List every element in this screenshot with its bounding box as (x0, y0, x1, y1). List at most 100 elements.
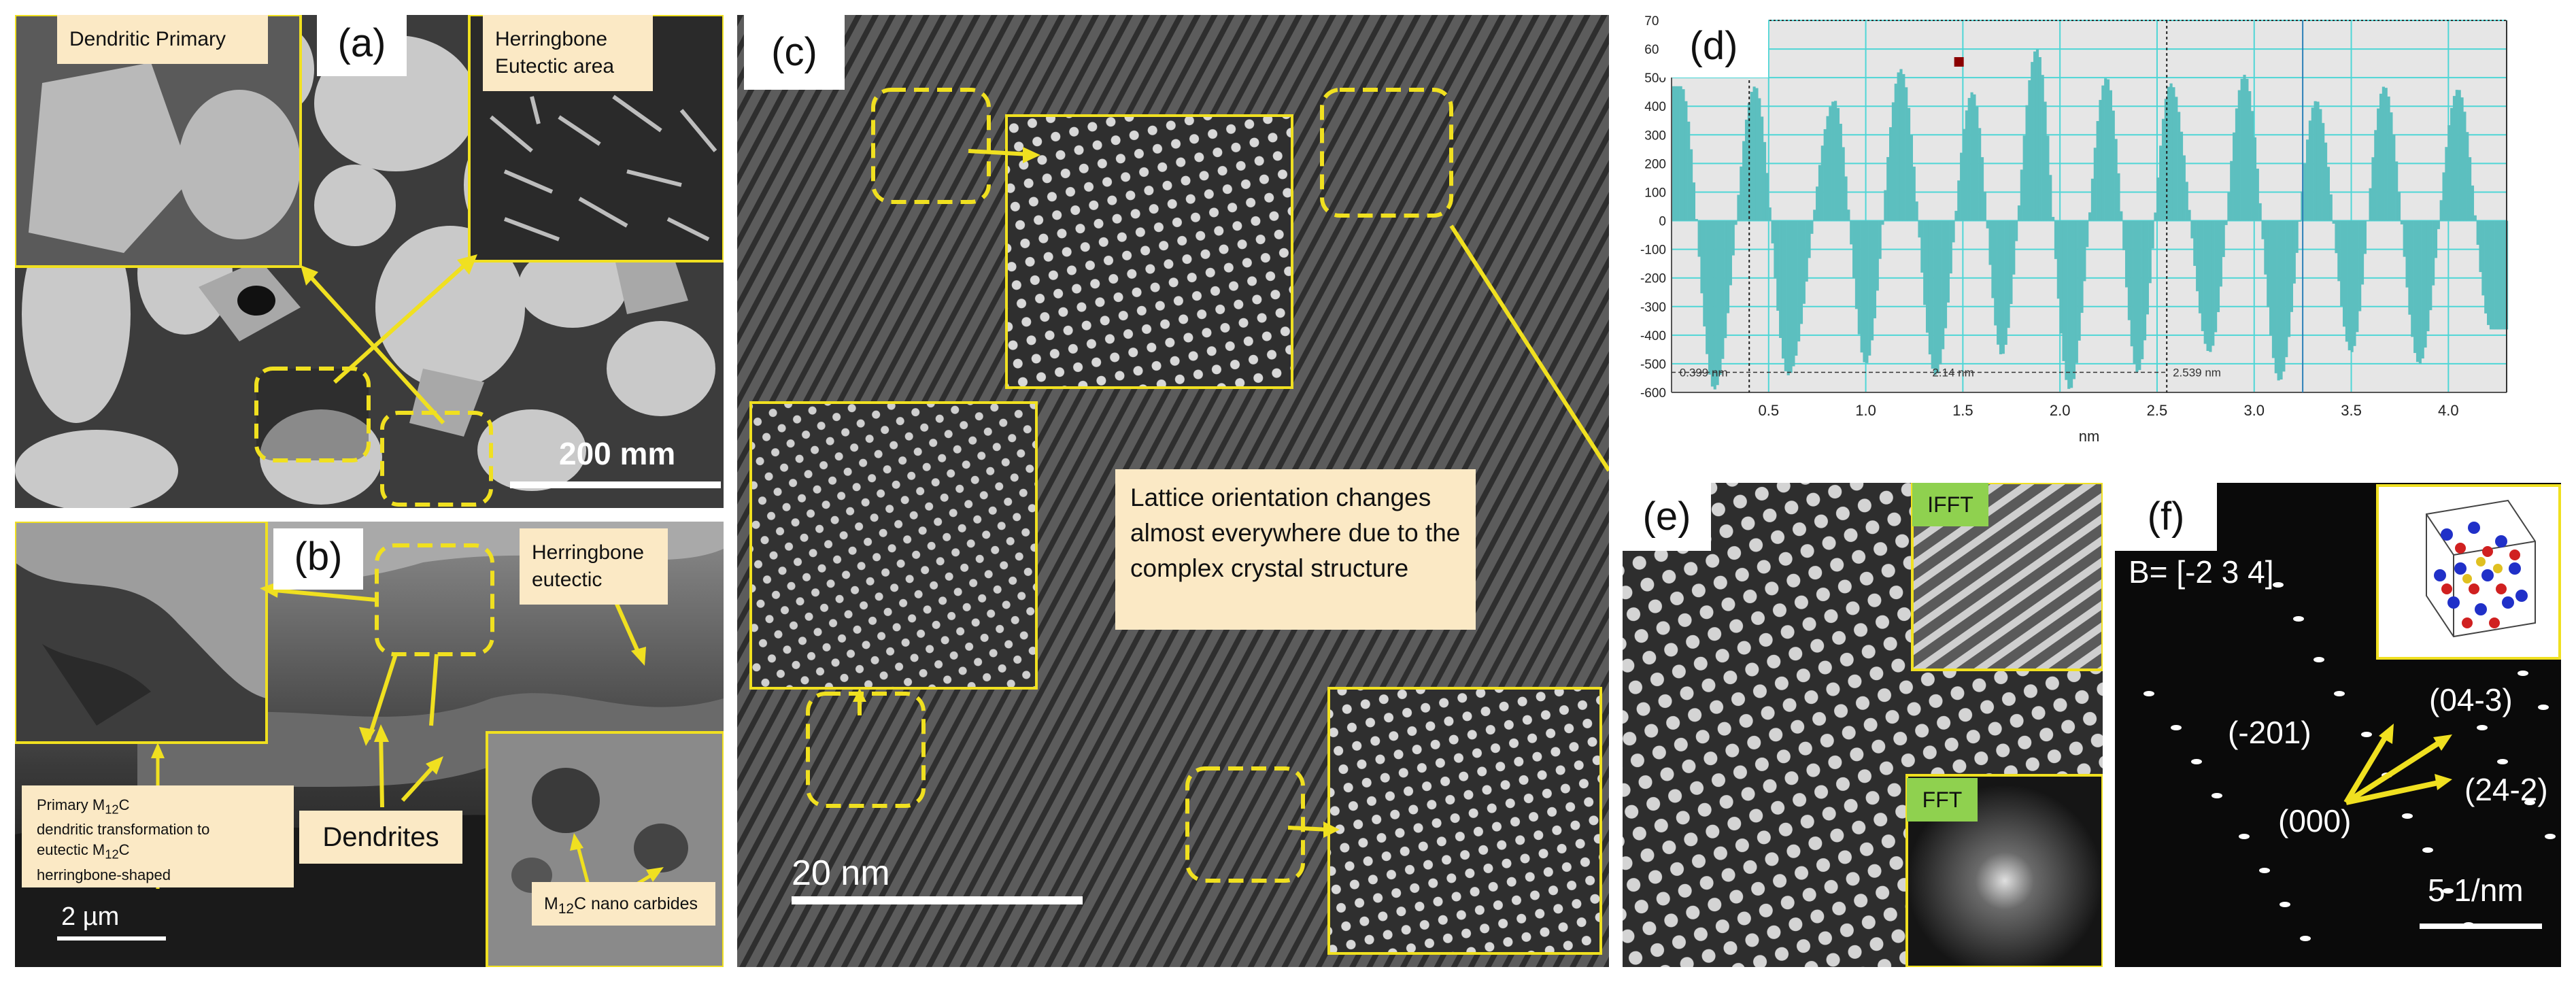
profile-bar (2500, 220, 2503, 330)
profile-bar (2010, 220, 2013, 305)
profile-bar (1891, 102, 1895, 221)
profile-bar (2455, 90, 2458, 221)
profile-bar (1923, 220, 1927, 305)
profile-bar (2447, 125, 2451, 221)
profile-bar (2340, 220, 2343, 307)
scale-label-f: 5 1/nm (2428, 873, 2524, 908)
profile-bar (1692, 182, 1695, 221)
panel-label-c: (c) (744, 15, 845, 90)
profile-bar (2471, 185, 2475, 221)
profile-bar (1873, 220, 1877, 319)
profile-bar (1676, 86, 1680, 221)
profile-bar (2104, 78, 2107, 221)
profile-bar (1983, 191, 1986, 221)
profile-bar (1852, 220, 1856, 279)
profile-bar (1763, 141, 1767, 221)
profile-bar (1936, 220, 1939, 373)
profile-bar (2353, 220, 2356, 346)
profile-bar (1721, 220, 1725, 359)
profile-bar (2135, 220, 2139, 372)
profile-bar (1931, 220, 1934, 369)
profile-bar (2049, 175, 2052, 221)
callout-lattice-orientation: Lattice orientation changes almost every… (1115, 469, 1476, 630)
profile-bar (2397, 192, 2401, 221)
profile-bar (2466, 132, 2469, 221)
profile-bar (2421, 220, 2424, 359)
profile-bar (2230, 160, 2233, 221)
profile-bar (1740, 166, 1743, 221)
profile-bar (1957, 180, 1961, 221)
profile-bar (1826, 116, 1829, 221)
profile-bar (1776, 220, 1780, 311)
profile-bar (2405, 220, 2409, 288)
profile-bar (2400, 220, 2403, 224)
profile-bar (2342, 220, 2346, 327)
profile-bar (1687, 121, 1691, 221)
profile-bar (2190, 220, 2194, 239)
profile-bar (2290, 220, 2294, 312)
y-tick-label: 400 (1644, 100, 1666, 114)
profile-bar (2395, 161, 2399, 221)
y-tick-label: 100 (1644, 186, 1666, 200)
profile-bar (1805, 220, 1808, 282)
profile-bar (1684, 101, 1688, 221)
profile-bar (2216, 220, 2220, 312)
profile-bar (2295, 220, 2299, 253)
profile-bar (2067, 220, 2071, 389)
profile-bar (1952, 220, 1955, 243)
profile-bar (1795, 220, 1798, 356)
profile-bar (1912, 167, 1916, 221)
profile-bar (2292, 220, 2296, 284)
profile-bar (2316, 101, 2320, 221)
y-tick-label: -400 (1640, 329, 1666, 343)
profile-bar (2463, 112, 2467, 221)
profile-bar (2122, 220, 2126, 250)
profile-bar (1942, 220, 1945, 350)
profile-bar (2017, 205, 2021, 221)
profile-bar (2222, 220, 2225, 257)
profile-bar (1792, 220, 1795, 367)
profile-bar (1784, 220, 1787, 371)
profile-bar (2308, 120, 2312, 221)
profile-bar (2408, 220, 2411, 315)
profile-bar (1729, 220, 1732, 286)
profile-bar (2004, 220, 2007, 345)
x-tick-label: 1.0 (1855, 402, 1876, 419)
profile-bar (1999, 220, 2003, 354)
callout-dendritic-primary: Dendritic Primary (57, 15, 268, 64)
profile-bar (2044, 101, 2047, 221)
profile-bar (2114, 139, 2118, 221)
profile-bar (1871, 220, 1874, 341)
profile-bar (2288, 220, 2291, 337)
profile-bar (2369, 188, 2372, 221)
x-tick-label: 3.5 (2341, 402, 2362, 419)
profile-bar (2392, 134, 2396, 221)
profile-bar (1697, 220, 1701, 257)
profile-bar (2141, 220, 2144, 360)
profile-bar (1768, 207, 1772, 221)
panel-c-hrtem-image: (c) Lattice orientation changes almost e… (737, 15, 1609, 967)
x-tick-label: 0.5 (1758, 402, 1779, 419)
profile-bar (1731, 220, 1735, 256)
profile-bar (2120, 211, 2123, 221)
unit-cell-inset (2376, 484, 2561, 660)
y-tick-label: 0 (1659, 215, 1666, 229)
profile-bar (2169, 83, 2173, 221)
profile-bar (2237, 90, 2241, 221)
profile-bar (1939, 220, 1942, 365)
profile-bar (1897, 72, 1900, 221)
panel-e-micrograph (1623, 483, 2103, 967)
profile-bar (2227, 192, 2231, 221)
profile-bar (2479, 220, 2482, 273)
x-tick-label: 4.0 (2438, 402, 2459, 419)
profile-bar (2001, 220, 2005, 354)
profile-bar (2411, 220, 2414, 337)
profile-bar (1802, 220, 1806, 304)
profile-bar (1700, 220, 1704, 294)
panel-b-tem-image: (b) Herringbone eutectic Primary M12C de… (15, 522, 724, 967)
panel-f-diffraction-pattern: (f) B= [-2 3 4] (-201) (04-3) (24- (2115, 483, 2561, 967)
profile-bar (1823, 129, 1827, 221)
profile-bar (2151, 220, 2154, 249)
profile-bar (2377, 108, 2380, 221)
